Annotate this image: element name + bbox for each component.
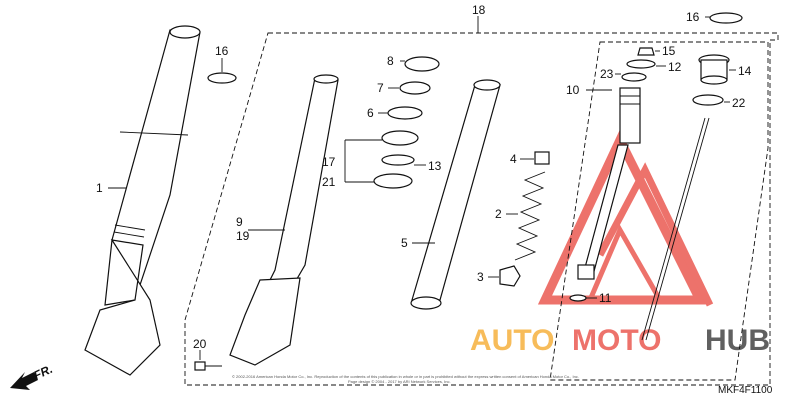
- watermark-text-hub: HUB: [705, 324, 770, 357]
- watermark-text-auto: AUTO: [470, 324, 554, 357]
- callout-7: 7: [377, 81, 384, 95]
- callout-6: 6: [367, 106, 374, 120]
- o-ring-part-16-right: [709, 12, 743, 24]
- callout-10: 10: [566, 83, 580, 97]
- watermark-text-moto: MOTO: [572, 324, 661, 357]
- o-ring-part-23: [621, 72, 647, 82]
- callout-16-left: 16: [215, 44, 229, 58]
- front-direction-arrow-icon: [10, 372, 38, 390]
- callout-23: 23: [600, 67, 614, 81]
- callout-5: 5: [401, 236, 408, 250]
- front-direction-label: FR.: [31, 362, 54, 383]
- nut-part-3: [499, 265, 521, 287]
- callout-17: 17: [322, 155, 336, 169]
- callout-13: 13: [428, 159, 442, 173]
- dust-seal-part-21: [373, 173, 413, 189]
- callout-9: 9: [236, 215, 243, 229]
- o-ring-part-22: [692, 94, 724, 106]
- part-4: [534, 151, 550, 165]
- bushing-part-7: [399, 81, 431, 95]
- callout-14: 14: [738, 64, 752, 78]
- part-15: [637, 47, 655, 56]
- spring-part-2: [514, 171, 546, 261]
- diagram-code: MKF4F1100: [718, 385, 773, 396]
- o-ring-part-12: [626, 59, 656, 69]
- callout-1: 1: [96, 181, 103, 195]
- damper-rod: [641, 117, 706, 341]
- bolt-part-20: [194, 361, 222, 371]
- callout-11: 11: [599, 291, 612, 305]
- callout-4: 4: [510, 152, 517, 166]
- part-11: [569, 294, 587, 302]
- fork-leg-part-1: [84, 25, 201, 376]
- callout-22: 22: [732, 96, 746, 110]
- callout-3: 3: [477, 270, 484, 284]
- callout-18: 18: [472, 3, 486, 17]
- callout-8: 8: [387, 54, 394, 68]
- copyright-line-2: Page design © 2004 - 2017 by ARI Network…: [348, 379, 451, 384]
- callout-12: 12: [668, 60, 682, 74]
- fork-cap-part-14: [698, 54, 730, 85]
- snap-ring-part-13: [381, 154, 415, 166]
- seal-part-8: [404, 56, 440, 72]
- callout-20: 20: [193, 337, 207, 351]
- washer-part-6: [387, 106, 423, 120]
- callout-2: 2: [495, 207, 502, 221]
- callout-19: 19: [236, 229, 250, 243]
- copyright-line-1: © 2002-2016 American Honda Motor Co., In…: [232, 374, 579, 379]
- assembly-18-outline: [184, 32, 779, 386]
- slider-part-5: [410, 79, 501, 310]
- assembly-10-outline: [549, 41, 769, 381]
- oil-seal-part-17: [381, 130, 419, 146]
- callout-16-right: 16: [686, 10, 700, 24]
- fork-tube-part-9: [229, 74, 339, 366]
- o-ring-part-16-left: [207, 72, 237, 84]
- callout-21: 21: [322, 175, 336, 189]
- watermark-logo: AUTO MOTO HUB: [470, 129, 770, 357]
- damper-part-10: [577, 87, 641, 280]
- callout-15: 15: [662, 44, 676, 58]
